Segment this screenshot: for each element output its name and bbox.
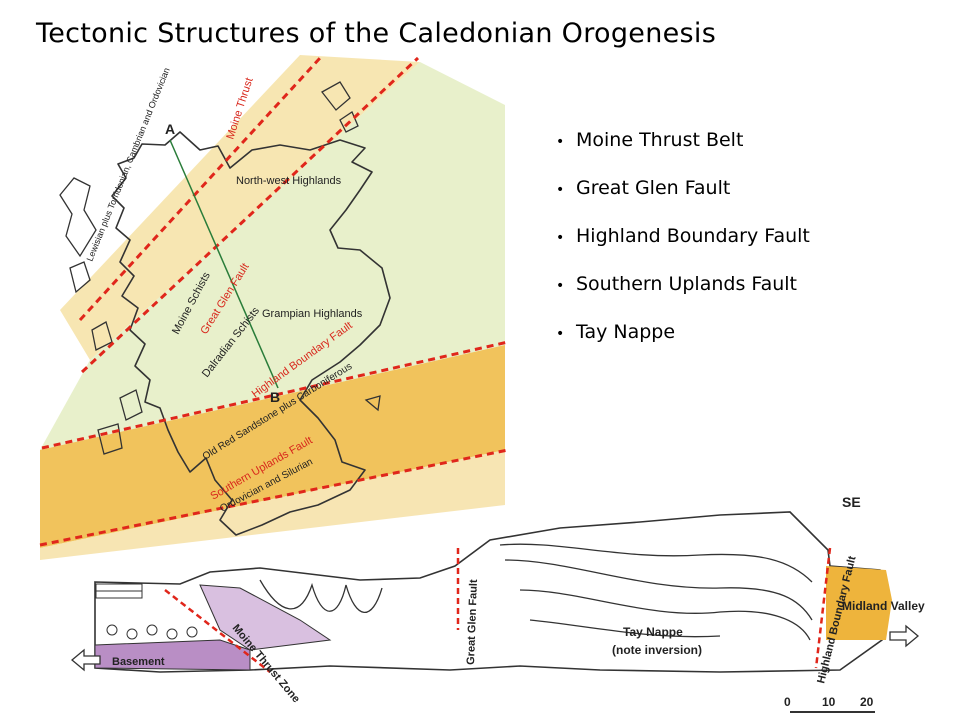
bullet-item: •Highland Boundary Fault <box>556 225 810 247</box>
bullet-text: Highland Boundary Fault <box>576 225 810 247</box>
right-arrow-icon <box>889 624 920 648</box>
grampian-zone <box>40 62 505 450</box>
bullet-item: •Southern Uplands Fault <box>556 273 797 295</box>
grampian-highlands-label: Grampian Highlands <box>262 308 363 320</box>
section-moine-thrust <box>164 589 271 673</box>
northwest-zone <box>60 55 420 360</box>
scale-label: 10 <box>822 695 836 709</box>
bullet-item: •Great Glen Fault <box>556 177 731 199</box>
section-line <box>169 139 279 389</box>
pebble <box>166 628 178 640</box>
highland-boundary-fault-line <box>41 340 509 450</box>
left-arrow-icon <box>70 648 101 672</box>
island <box>69 261 91 294</box>
bullet-text: Tay Nappe <box>576 321 676 343</box>
midland-valley-block <box>826 566 892 640</box>
slide-title: Tectonic Structures of the Caledonian Or… <box>36 18 717 49</box>
pebble <box>146 624 158 636</box>
cross-section: SE Basement Moine Thrust Zone Great Glen… <box>70 494 925 713</box>
island <box>59 177 97 258</box>
bullet-list: •Moine Thrust Belt •Great Glen Fault •Hi… <box>556 120 810 360</box>
northwest-highlands-label: North-west Highlands <box>236 175 342 187</box>
bullet-text: Southern Uplands Fault <box>576 273 797 295</box>
island <box>97 423 123 455</box>
section-direction-label: SE <box>842 494 861 510</box>
fold-lines <box>259 543 813 641</box>
section-start-label: A <box>165 121 175 137</box>
bullet-item: •Moine Thrust Belt <box>556 129 744 151</box>
bullet-text: Great Glen Fault <box>576 177 731 199</box>
section-end-label: B <box>270 389 280 405</box>
pebble <box>106 624 118 636</box>
scotland-map: A B North-west Highlands Grampian Highla… <box>39 55 509 560</box>
midland-valley-zone <box>40 345 505 548</box>
bullet-text: Moine Thrust Belt <box>576 129 744 151</box>
bullet-item: •Tay Nappe <box>556 321 676 343</box>
section-highland-boundary-fault <box>814 547 832 669</box>
midland-valley-label: Midland Valley <box>842 599 925 613</box>
scale-label: 20 <box>860 695 874 709</box>
great-glen-fault-section-label: Great Glen Fault <box>465 579 480 665</box>
southern-uplands-zone <box>40 450 505 560</box>
tay-nappe-label: Tay Nappe <box>623 625 683 639</box>
pebble <box>126 628 138 640</box>
southern-uplands-fault-line <box>39 448 509 547</box>
island <box>339 111 359 133</box>
island <box>364 395 381 412</box>
basement-label: Basement <box>112 656 165 668</box>
pebble <box>186 626 198 638</box>
moine-thrust-wedge <box>199 584 332 651</box>
island <box>119 389 143 421</box>
note-inversion-label: (note inversion) <box>612 643 702 657</box>
coastline <box>111 131 391 536</box>
scale-label: 0 <box>784 695 791 709</box>
great-glen-fault-line <box>80 56 420 374</box>
island <box>321 81 351 111</box>
